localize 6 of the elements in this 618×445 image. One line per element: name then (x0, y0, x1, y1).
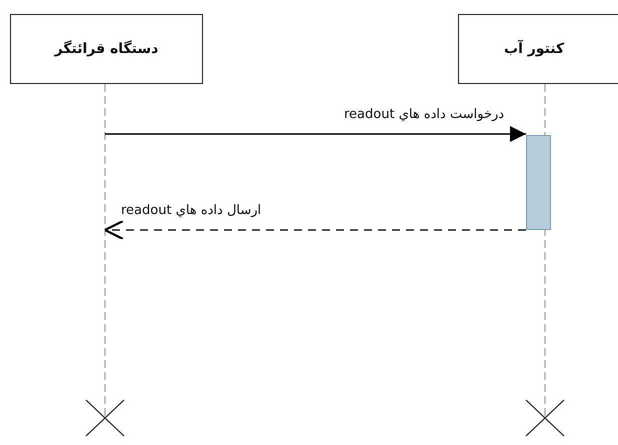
message-label: درخواست داده هاي readout (342, 107, 506, 122)
message-arrow (105, 126, 526, 142)
return-message-arrow (104, 220, 526, 240)
participant-name: دستگاه قرائتگر (54, 41, 158, 57)
participant-name: کنتور آب (504, 41, 564, 57)
activation-bar (526, 135, 551, 230)
